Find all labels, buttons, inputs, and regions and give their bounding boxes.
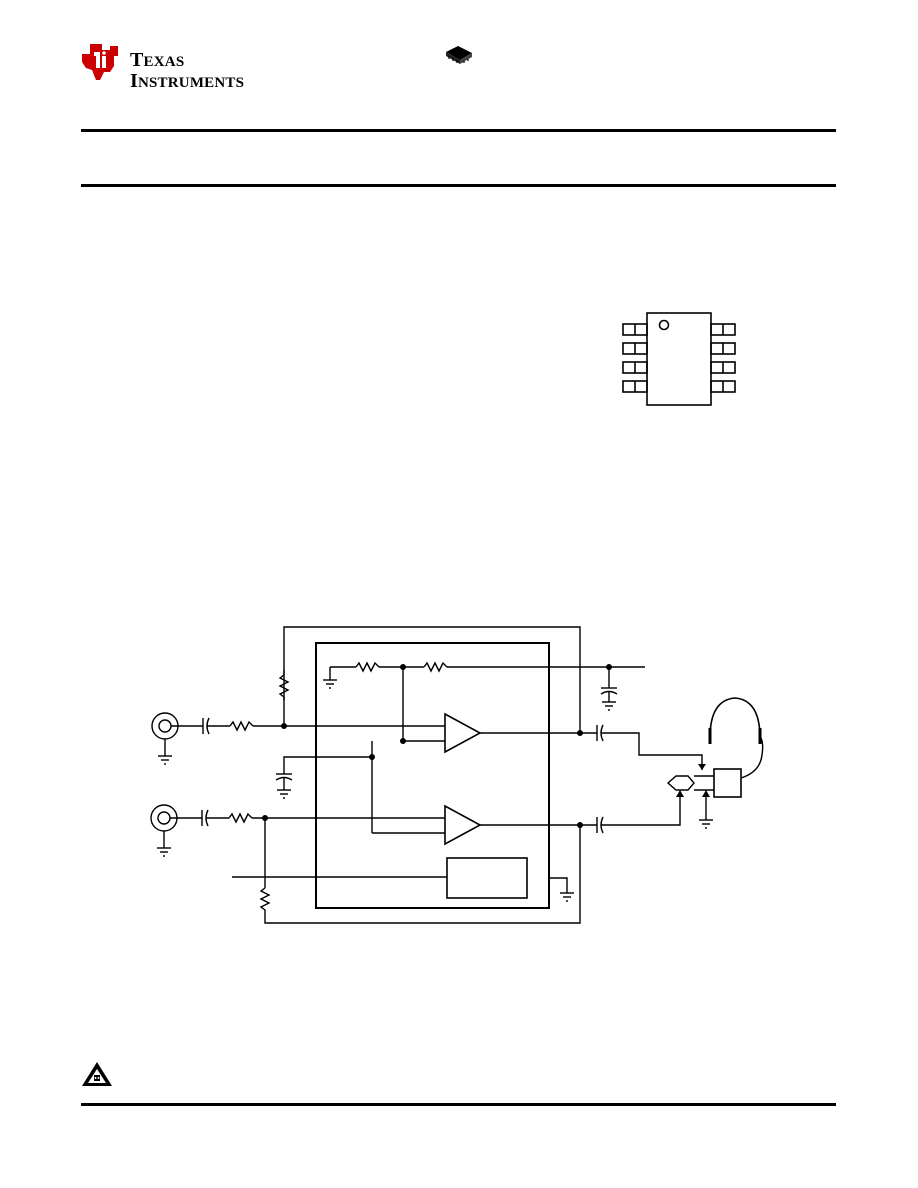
device-box [315, 642, 550, 909]
ti-logo-shape [82, 44, 118, 80]
esd-warning-shape [82, 1062, 112, 1086]
feedback-top-wire [283, 626, 581, 733]
resistor-top-right [423, 661, 448, 673]
package-body [646, 312, 712, 406]
resistor-top-left [355, 661, 380, 673]
shutdown-block [446, 857, 528, 899]
bottom-rule [81, 1103, 836, 1106]
top-rule [81, 129, 836, 132]
package-chip-shape [446, 46, 472, 64]
package-chip-icon [443, 44, 475, 66]
brand-line1-initial: T [130, 49, 144, 71]
brand-line2-rest: NSTRUMENTS [137, 75, 245, 91]
ti-logo-icon [80, 42, 124, 82]
brand-line1-rest: EXAS [143, 54, 185, 70]
brand-name: TEXAS INSTRUMENTS [130, 49, 245, 93]
pin1-marker [658, 319, 670, 331]
brand-line2-initial: I [130, 70, 138, 92]
second-rule [81, 184, 836, 187]
esd-warning-icon [81, 1061, 113, 1087]
